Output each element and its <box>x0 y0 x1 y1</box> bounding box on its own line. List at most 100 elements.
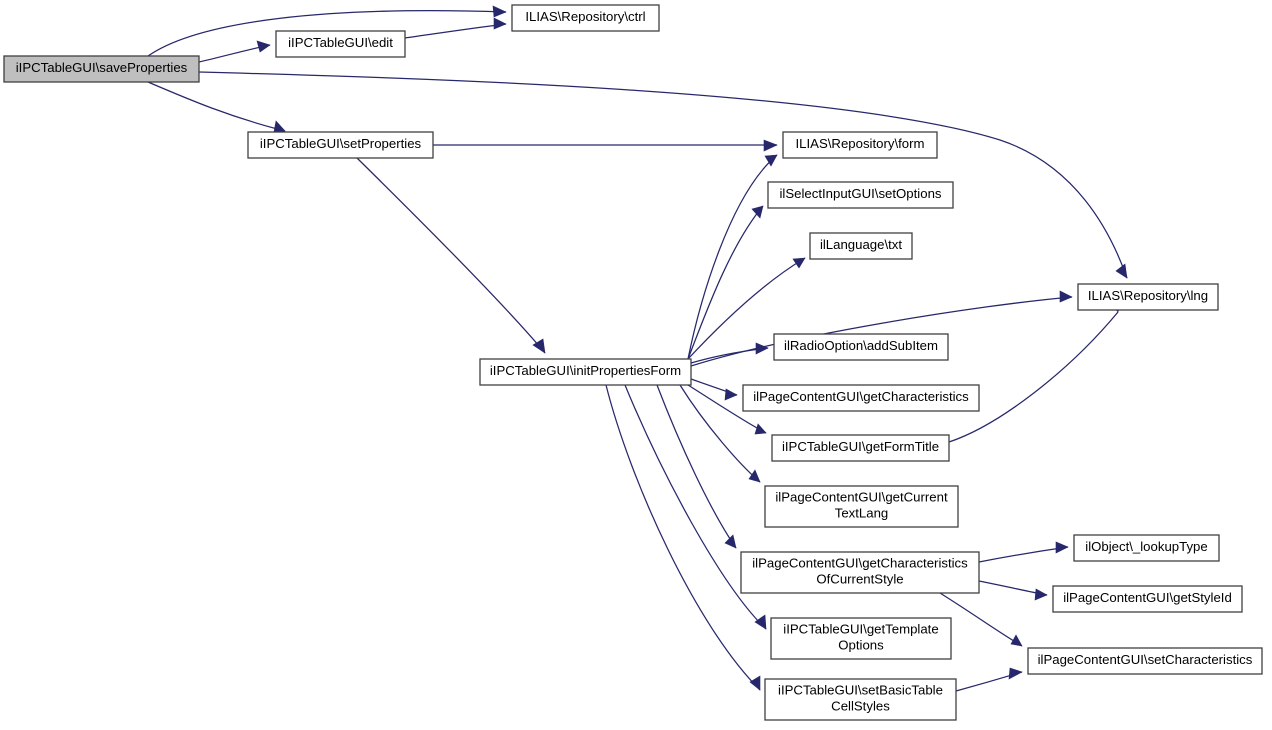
node-setCharacteristics[interactable]: ilPageContentGUI\setCharacteristics <box>1027 647 1263 675</box>
nodes-layer: iIPCTableGUI\saveProperties iIPCTableGUI\… <box>3 4 1263 721</box>
node-label: ILIAS\Repository\form <box>796 136 925 151</box>
edge-initPropertiesForm-to-setOptions <box>687 205 764 360</box>
node-box[interactable] <box>771 434 950 462</box>
arrowhead-icon <box>1034 588 1048 601</box>
arrowhead-icon <box>1115 263 1128 279</box>
node-getCharacteristics[interactable]: ilPageContentGUI\getCharacteristics <box>742 384 980 412</box>
node-edit[interactable]: iIPCTableGUI\edit <box>275 30 406 58</box>
arrowhead-icon <box>724 534 737 549</box>
node-label: ilRadioOption\addSubItem <box>784 338 938 353</box>
edges-layer <box>147 5 1128 692</box>
edge-line <box>687 257 806 360</box>
edge-initPropertiesForm-to-getCharacteristics <box>690 378 738 401</box>
node-label: iIPCTableGUI\saveProperties <box>16 60 188 75</box>
node-setProperties[interactable]: iIPCTableGUI\setProperties <box>247 131 434 159</box>
edge-initPropertiesForm-to-getCharacteristicsOfCurrentStyle <box>656 384 737 549</box>
node-label: ilObject\_lookupType <box>1085 539 1207 554</box>
node-box[interactable] <box>247 131 434 159</box>
edge-initPropertiesForm-to-getFormTitle <box>687 384 767 435</box>
node-box[interactable] <box>3 55 200 83</box>
edge-line <box>687 154 778 360</box>
node-box[interactable] <box>773 333 949 361</box>
arrowhead-icon <box>754 614 767 630</box>
edge-setBasicTableCellStyles-to-setCharacteristics <box>955 667 1023 692</box>
node-label: iIPCTableGUI\getFormTitle <box>782 439 939 454</box>
node-label: ilPageContentGUI\getStyleId <box>1063 590 1232 605</box>
arrowhead-icon <box>724 388 738 401</box>
edge-line <box>624 384 767 630</box>
node-saveProperties[interactable]: iIPCTableGUI\saveProperties <box>3 55 200 83</box>
node-box[interactable] <box>764 485 959 528</box>
edge-line <box>356 157 546 354</box>
node-label: ilLanguage\txt <box>820 237 902 252</box>
arrowhead-icon <box>532 338 546 354</box>
edge-initPropertiesForm-to-addSubItem <box>690 342 769 364</box>
node-box[interactable] <box>740 551 980 594</box>
edge-line <box>687 205 764 360</box>
arrowhead-icon <box>751 205 764 219</box>
node-box[interactable] <box>1027 647 1263 675</box>
node-box[interactable] <box>275 30 406 58</box>
node-label: iIPCTableGUI\initPropertiesForm <box>490 363 681 378</box>
edge-saveProperties-to-edit <box>198 40 271 63</box>
node-txt[interactable]: ilLanguage\txt <box>809 232 913 260</box>
edge-initPropertiesForm-to-txt <box>687 257 806 360</box>
edge-initPropertiesForm-to-form <box>687 154 778 360</box>
edge-initPropertiesForm-to-lng <box>690 290 1073 367</box>
node-form[interactable]: ILIAS\Repository\form <box>782 131 938 159</box>
node-ctrl[interactable]: ILIAS\Repository\ctrl <box>511 4 660 32</box>
edge-saveProperties-to-lng <box>198 71 1128 279</box>
node-box[interactable] <box>511 4 660 32</box>
arrowhead-icon <box>256 40 271 53</box>
node-box[interactable] <box>770 617 952 660</box>
node-box[interactable] <box>809 232 913 260</box>
node-box[interactable] <box>764 678 957 721</box>
edge-line <box>948 311 1119 443</box>
arrowhead-icon <box>273 120 286 133</box>
node-box[interactable] <box>1052 585 1243 613</box>
arrowhead-icon <box>492 5 507 18</box>
node-box[interactable] <box>1073 534 1220 562</box>
arrowhead-icon <box>755 342 769 355</box>
node-box[interactable] <box>767 181 954 209</box>
edge-line <box>404 23 507 39</box>
node-lookupType[interactable]: ilObject\_lookupType <box>1073 534 1220 562</box>
arrowhead-icon <box>763 139 778 152</box>
edge-saveProperties-to-ctrl <box>147 5 507 57</box>
node-setOptions[interactable]: ilSelectInputGUI\setOptions <box>767 181 954 209</box>
node-box[interactable] <box>782 131 938 159</box>
node-getStyleId[interactable]: ilPageContentGUI\getStyleId <box>1052 585 1243 613</box>
arrowhead-icon <box>754 423 767 435</box>
node-box[interactable] <box>742 384 980 412</box>
node-label: iIPCTableGUI\edit <box>288 35 393 50</box>
node-lng[interactable]: ILIAS\Repository\lng <box>1077 283 1219 311</box>
edge-saveProperties-to-setProperties <box>147 81 286 133</box>
node-initPropertiesForm[interactable]: iIPCTableGUI\initPropertiesForm <box>479 358 692 386</box>
edge-setProperties-to-form <box>433 139 778 152</box>
arrowhead-icon <box>1008 667 1023 680</box>
node-label: ilPageContentGUI\getCharacteristics <box>753 389 969 404</box>
node-box[interactable] <box>1077 283 1219 311</box>
edge-setProperties-to-initPropertiesForm <box>356 157 546 354</box>
edge-line <box>147 81 286 132</box>
arrowhead-icon <box>1010 634 1023 647</box>
edge-initPropertiesForm-to-getCurrentTextLang <box>679 384 761 483</box>
node-label: ilPageContentGUI\setCharacteristics <box>1038 652 1253 667</box>
node-addSubItem[interactable]: ilRadioOption\addSubItem <box>773 333 949 361</box>
edge-initPropertiesForm-to-setBasicTableCellStyles <box>605 384 761 691</box>
node-getFormTitle[interactable]: iIPCTableGUI\getFormTitle <box>771 434 950 462</box>
node-box[interactable] <box>479 358 692 386</box>
edge-getCharacteristicsOfCurrentStyle-to-lookupType <box>978 541 1069 563</box>
node-label: ilSelectInputGUI\setOptions <box>780 186 942 201</box>
edge-edit-to-ctrl <box>404 17 507 39</box>
